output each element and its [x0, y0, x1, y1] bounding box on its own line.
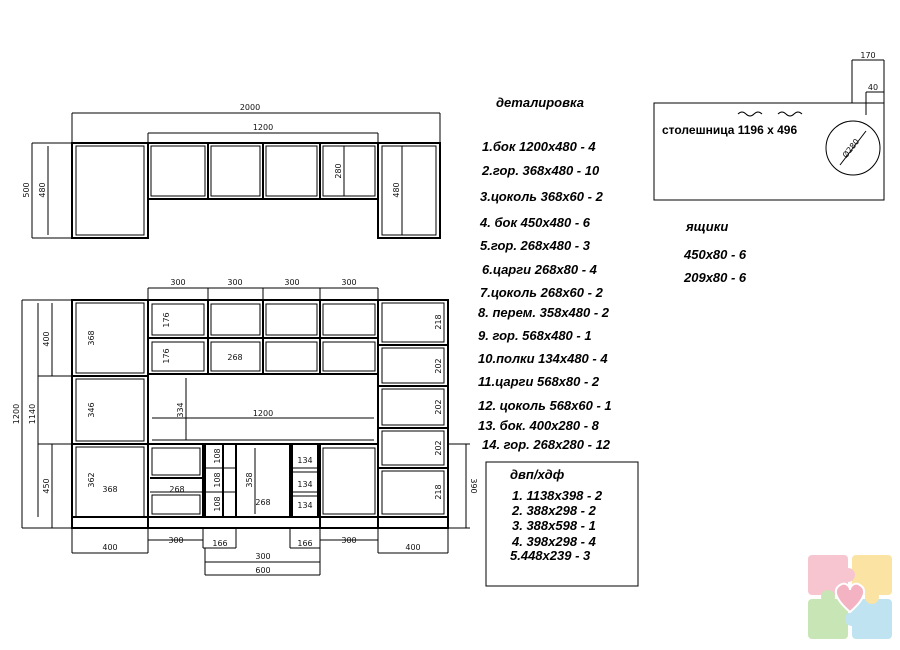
dvp-list: двп/хдф 1. 1138х398 - 2 2. 388х298 - 2 3… — [510, 467, 603, 563]
dim-600: 600 — [255, 566, 270, 575]
dim-1140: 1140 — [28, 404, 37, 424]
part-item: 10.полки 134х480 - 4 — [478, 351, 608, 366]
dim-334: 334 — [176, 402, 185, 417]
dim-170: 170 — [860, 51, 875, 60]
dim-268-top: 268 — [227, 353, 242, 362]
dim-108-b: 108 — [213, 472, 222, 487]
part-item: 6.царги 268х80 - 4 — [482, 262, 598, 277]
dim-358: 358 — [245, 472, 254, 487]
dim-218-a: 218 — [434, 314, 443, 329]
drawer-item: 209х80 - 6 — [683, 270, 747, 285]
drawers-title: ящики — [685, 219, 728, 234]
dim-176-a: 176 — [162, 312, 171, 327]
part-item: 8. перем. 358х480 - 2 — [478, 305, 610, 320]
dvp-item: 3. 388х598 - 1 — [512, 518, 596, 533]
part-item: 5.гор. 268х480 - 3 — [480, 238, 591, 253]
dim-166-b: 166 — [297, 539, 312, 548]
dim-300-c: 300 — [284, 278, 299, 287]
dim-362-cell: 362 — [87, 472, 96, 487]
part-item: 4. бок 450х480 - 6 — [479, 215, 591, 230]
dim-390: 390 — [469, 478, 478, 493]
dim-400-right: 400 — [405, 543, 420, 552]
dim-368-width: 368 — [102, 485, 117, 494]
puzzle-logo-icon — [808, 555, 892, 639]
dim-1200-height: 1200 — [12, 404, 21, 424]
dim-300-bottom-2: 300 — [255, 552, 270, 561]
part-item: 11.царги 568х80 - 2 — [478, 374, 600, 389]
dim-300-a: 300 — [170, 278, 185, 287]
dim-diameter: Ø280 — [840, 137, 861, 160]
dim-202-c: 202 — [434, 440, 443, 455]
front-view — [21, 287, 470, 576]
parts-list: деталировка 1.бок 1200х480 - 4 2.гор. 36… — [478, 95, 612, 452]
dim-300-bottom-3: 300 — [341, 536, 356, 545]
top-view — [31, 112, 441, 239]
dim-400-height: 400 — [42, 331, 51, 346]
dim-202-b: 202 — [434, 399, 443, 414]
dvp-item: 2. 388х298 - 2 — [511, 503, 597, 518]
dim-268-bottom: 268 — [169, 485, 184, 494]
drawer-item: 450х80 - 6 — [683, 247, 747, 262]
dim-2000: 2000 — [240, 103, 260, 112]
dim-218-b: 218 — [434, 484, 443, 499]
part-item: 2.гор. 368х480 - 10 — [481, 163, 600, 178]
dim-268-center: 268 — [255, 498, 270, 507]
dim-176-b: 176 — [162, 348, 171, 363]
dvp-item: 1. 1138х398 - 2 — [512, 488, 603, 503]
dim-480-left: 480 — [38, 182, 47, 197]
part-item: 12. цоколь 568х60 - 1 — [478, 398, 612, 413]
dim-280: 280 — [334, 163, 343, 178]
part-item: 7.цоколь 268х60 - 2 — [480, 285, 604, 300]
dim-108-c: 108 — [213, 496, 222, 511]
dim-300-d: 300 — [341, 278, 356, 287]
dim-346-cell: 346 — [87, 402, 96, 417]
sink-hole — [825, 120, 881, 176]
countertop-view — [653, 59, 885, 201]
dim-450-height: 450 — [42, 478, 51, 493]
dim-134-c: 134 — [297, 501, 312, 510]
dim-1200-span: 1200 — [253, 409, 273, 418]
countertop-label: столешница 1196 х 496 — [662, 123, 797, 137]
dim-1200-top: 1200 — [253, 123, 273, 132]
dim-202-a: 202 — [434, 358, 443, 373]
dim-400-left: 400 — [102, 543, 117, 552]
part-item: 1.бок 1200х480 - 4 — [482, 139, 596, 154]
dim-300-b: 300 — [227, 278, 242, 287]
part-item: 9. гор. 568х480 - 1 — [478, 328, 592, 343]
dim-368-cell: 368 — [87, 330, 96, 345]
dim-480-right: 480 — [392, 182, 401, 197]
dim-166-a: 166 — [212, 539, 227, 548]
part-item: 3.цоколь 368х60 - 2 — [480, 189, 604, 204]
part-item: 14. гор. 268х280 - 12 — [482, 437, 611, 452]
dim-40: 40 — [868, 83, 878, 92]
dvp-item: 5.448х239 - 3 — [510, 548, 591, 563]
dvp-box — [485, 461, 639, 587]
dim-500: 500 — [22, 182, 31, 197]
part-item: 13. бок. 400х280 - 8 — [478, 418, 600, 433]
dim-134-a: 134 — [297, 456, 312, 465]
dvp-title: двп/хдф — [510, 467, 565, 482]
dim-108-a: 108 — [213, 448, 222, 463]
dim-300-bottom-1: 300 — [168, 536, 183, 545]
parts-title: деталировка — [496, 95, 584, 110]
dvp-item: 4. 398х298 - 4 — [511, 534, 597, 549]
drawers-list: ящики 450х80 - 6 209х80 - 6 — [683, 219, 747, 285]
dim-134-b: 134 — [297, 480, 312, 489]
